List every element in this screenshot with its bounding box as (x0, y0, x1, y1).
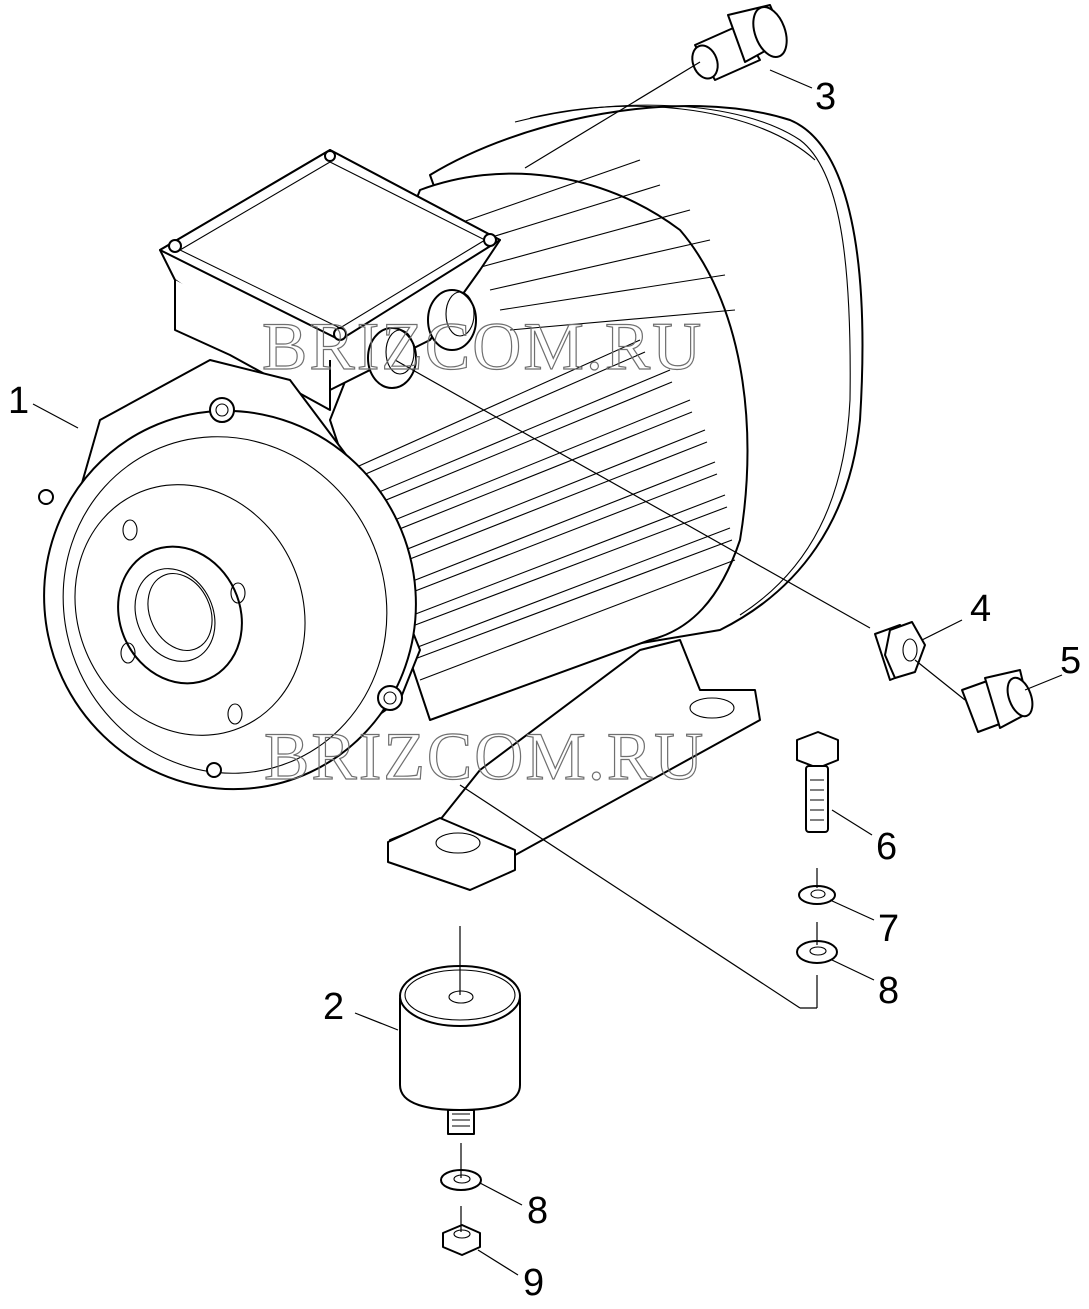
callout-5-cable-gland: 5 (1060, 640, 1082, 682)
callout-8-washer-bottom: 8 (527, 1190, 549, 1232)
callout-6-bolt: 6 (876, 826, 898, 868)
watermark: BRIZCOM.RU (263, 718, 706, 794)
cable-gland-top (691, 4, 788, 81)
callout-7-spring-washer: 7 (878, 908, 900, 950)
callout-4-reducer: 4 (970, 588, 992, 630)
callout-8-washer-right: 8 (878, 970, 900, 1012)
leader-lines (32, 61, 1063, 1276)
cable-gland-side (961, 669, 1034, 733)
watermark: BRIZCOM.RU (261, 308, 704, 384)
flat-washer-bottom (440, 1169, 482, 1191)
callout-9-nut: 9 (523, 1262, 545, 1304)
callout-2-damper: 2 (323, 986, 345, 1028)
callout-1-motor: 1 (8, 380, 30, 422)
spring-washer (798, 885, 836, 905)
terminal-box (159, 149, 501, 411)
reducer-fitting (874, 621, 926, 681)
hex-bolt (796, 731, 839, 833)
hex-nut (442, 1224, 481, 1256)
end-shield (38, 359, 421, 791)
callout-3-cable-gland: 3 (815, 76, 837, 118)
